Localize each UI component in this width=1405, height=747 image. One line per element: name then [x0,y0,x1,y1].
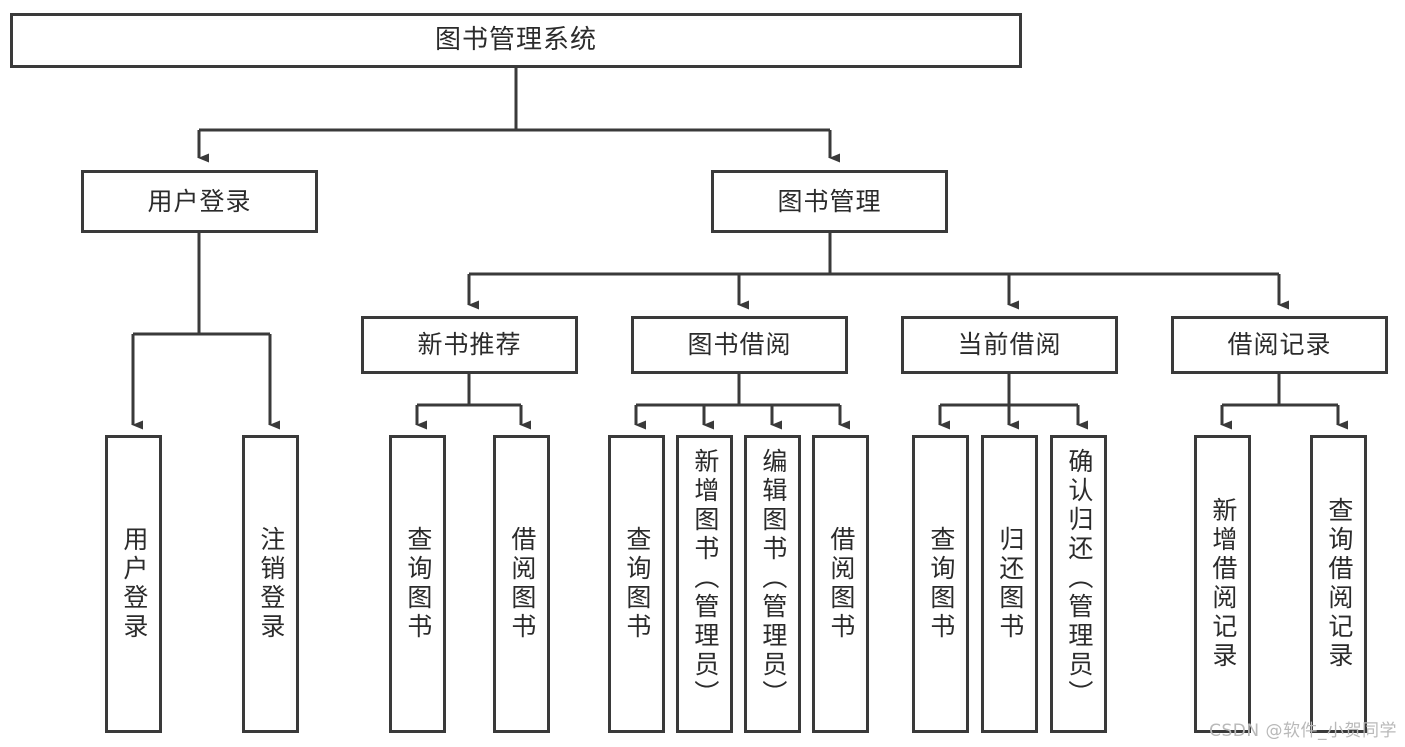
node-root-system[interactable]: 图书管理系统 [10,13,1022,68]
node-label: 新增借阅记录 [1208,497,1238,671]
leaf-borrow-borrow-book[interactable]: 借阅图书 [812,435,869,733]
node-label: 当前借阅 [957,330,1062,360]
leaf-user-login-logout[interactable]: 注销登录 [242,435,299,733]
node-label: 确认归还（管理员） [1064,448,1094,709]
leaf-recommend-query-book[interactable]: 查询图书 [389,435,446,733]
leaf-borrow-add-book-admin[interactable]: 新增图书（管理员） [676,435,733,733]
node-borrow-record[interactable]: 借阅记录 [1171,316,1388,374]
node-label: 编辑图书（管理员） [758,448,788,709]
node-label: 借阅图书 [507,526,537,642]
leaf-record-query-record[interactable]: 查询借阅记录 [1310,435,1367,733]
node-label: 注销登录 [256,526,286,642]
node-label: 借阅图书 [826,526,856,642]
node-new-book-recommend[interactable]: 新书推荐 [361,316,578,374]
node-label: 新书推荐 [417,330,522,360]
node-label: 新增图书（管理员） [690,448,720,709]
leaf-recommend-borrow-book[interactable]: 借阅图书 [493,435,550,733]
node-current-borrow[interactable]: 当前借阅 [901,316,1118,374]
node-label: 查询图书 [926,526,956,642]
node-label: 归还图书 [995,526,1025,642]
node-label: 借阅记录 [1227,330,1332,360]
node-label: 查询借阅记录 [1324,497,1354,671]
node-label: 查询图书 [622,526,652,642]
leaf-borrow-query-book[interactable]: 查询图书 [608,435,665,733]
leaf-record-add-record[interactable]: 新增借阅记录 [1194,435,1251,733]
node-book-borrow[interactable]: 图书借阅 [631,316,848,374]
node-label: 用户登录 [147,186,252,216]
leaf-current-confirm-return-admin[interactable]: 确认归还（管理员） [1050,435,1107,733]
leaf-user-login-login[interactable]: 用户登录 [105,435,162,733]
node-user-login[interactable]: 用户登录 [81,170,318,233]
node-label: 查询图书 [403,526,433,642]
node-book-management[interactable]: 图书管理 [711,170,948,233]
node-label: 用户登录 [119,526,149,642]
leaf-current-return-book[interactable]: 归还图书 [981,435,1038,733]
node-label: 图书管理 [777,186,882,216]
node-label: 图书管理系统 [434,25,597,56]
watermark-text: CSDN @软件_小贺同学 [1209,721,1397,741]
leaf-borrow-edit-book-admin[interactable]: 编辑图书（管理员） [744,435,801,733]
node-label: 图书借阅 [687,330,792,360]
leaf-current-query-book[interactable]: 查询图书 [912,435,969,733]
